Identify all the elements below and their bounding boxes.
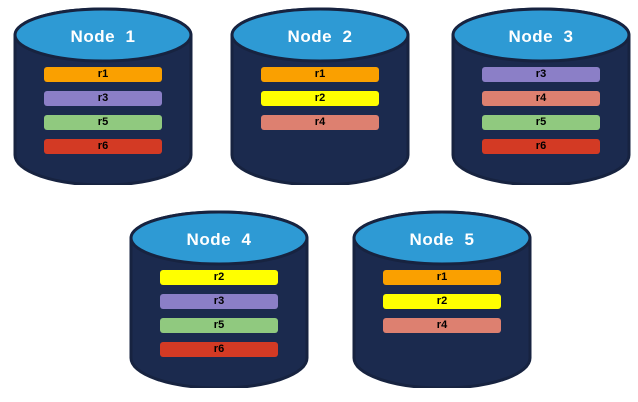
replica-bar[interactable]: r3 [44,91,162,106]
replica-list: r2 r3 r5 r6 [160,270,278,366]
replica-bar[interactable]: r5 [44,115,162,130]
replica-bar[interactable]: r6 [160,342,278,357]
replica-bar[interactable]: r5 [160,318,278,333]
replica-label: r4 [436,319,448,331]
replica-bar[interactable]: r4 [261,115,379,130]
replica-label: r6 [535,140,547,152]
replica-label: r3 [213,295,225,307]
cylinder-top-disk [129,210,309,266]
replica-label: r5 [535,116,547,128]
replica-bar[interactable]: r5 [482,115,600,130]
cylinder-top-disk [352,210,532,266]
replica-bar[interactable]: r1 [383,270,501,285]
replica-bar[interactable]: r6 [482,139,600,154]
replica-label: r1 [97,68,109,80]
replica-label: r6 [97,140,109,152]
replica-bar[interactable]: r2 [383,294,501,309]
replica-label: r6 [213,343,225,355]
replica-label: r1 [436,271,448,283]
replica-label: r3 [535,68,547,80]
replica-label: r4 [535,92,547,104]
replica-bar[interactable]: r3 [482,67,600,82]
replica-bar[interactable]: r3 [160,294,278,309]
replica-label: r2 [314,92,326,104]
replica-label: r2 [213,271,225,283]
cylinder-top-disk [451,7,631,63]
replica-bar[interactable]: r4 [482,91,600,106]
cylinder-top-disk [13,7,193,63]
cylinder-top-disk [230,7,410,63]
replica-label: r5 [213,319,225,331]
replica-bar[interactable]: r6 [44,139,162,154]
replica-bar[interactable]: r1 [44,67,162,82]
replica-label: r3 [97,92,109,104]
replica-bar[interactable]: r1 [261,67,379,82]
replica-list: r1 r2 r4 [261,67,379,139]
replica-label: r5 [97,116,109,128]
replica-list: r1 r2 r4 [383,270,501,342]
replica-label: r2 [436,295,448,307]
replica-bar[interactable]: r2 [160,270,278,285]
replica-label: r1 [314,68,326,80]
replica-bar[interactable]: r2 [261,91,379,106]
replica-bar[interactable]: r4 [383,318,501,333]
replica-label: r4 [314,116,326,128]
replica-list: r1 r3 r5 r6 [44,67,162,163]
replica-list: r3 r4 r5 r6 [482,67,600,163]
